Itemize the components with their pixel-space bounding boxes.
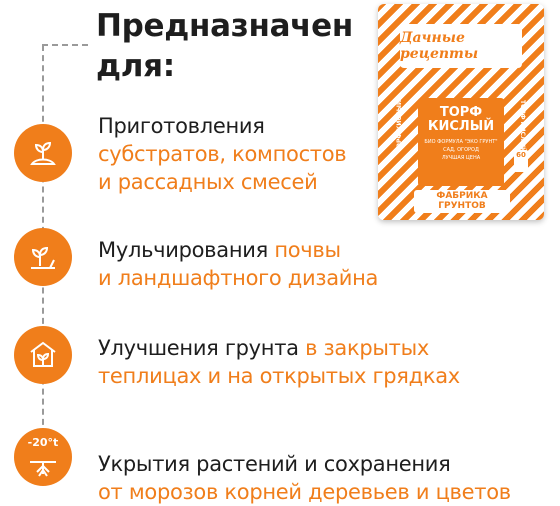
- package-volume: 60: [514, 150, 528, 172]
- package-title-2: КИСЛЫЙ: [427, 119, 495, 134]
- item-2-line-1: Мульчирования: [98, 238, 275, 262]
- package-sub-3: ЛУЧШАЯ ЦЕНА: [441, 155, 481, 161]
- package-sub-2: САД, ОГОРОД: [443, 147, 479, 153]
- package-brand: ФАБРИКА ГРУНТОВ: [414, 190, 510, 213]
- item-1-highlight-1: субстратов, компостов: [98, 142, 347, 166]
- greenhouse-icon: [14, 326, 72, 384]
- item-2-highlight-1: почвы: [274, 238, 341, 262]
- product-package-image: Дачные рецепты ТОРФ КИСЛЫЙ ТОРФ КИСЛЫЙ Т…: [378, 4, 544, 220]
- temperature-badge: -20°t: [27, 436, 59, 449]
- seedling-soil-icon: [14, 124, 72, 182]
- item-4-line-1: Укрытия растений и сохранения: [98, 452, 451, 476]
- package-label: ТОРФ КИСЛЫЙ БИО ФОРМУЛА "ЭКО ГРУНТ" САД,…: [418, 98, 504, 186]
- list-item: Приготовления субстратов, компостов и ра…: [98, 112, 558, 196]
- title-line-1: Предназначен: [96, 8, 354, 44]
- package-logo: Дачные рецепты: [400, 30, 479, 62]
- item-2-highlight-2: и ландшафтного дизайна: [98, 266, 379, 290]
- package-brand-line-2: ГРУНТОВ: [438, 201, 486, 211]
- list-item: Улучшения грунта в закрытых теплицах и н…: [98, 334, 558, 390]
- page-title: Предназначен для:: [96, 6, 396, 86]
- title-line-2: для:: [96, 48, 175, 84]
- package-side-text-left: ТОРФ КИСЛЫЙ: [396, 100, 403, 153]
- item-1-line-1: Приготовления: [98, 114, 265, 138]
- package-logo-area: Дачные рецепты: [400, 24, 522, 68]
- item-3-highlight-2: теплицах и на открытых грядках: [98, 364, 460, 388]
- package-brand-line-1: ФАБРИКА: [436, 191, 488, 201]
- package-side-text-right: ТОРФ КИСЛЫЙ: [519, 100, 526, 153]
- item-3-highlight-1: в закрытых: [305, 336, 430, 360]
- item-1-highlight-2: и рассадных смесей: [98, 170, 318, 194]
- item-4-highlight-2: от морозов корней деревьев и цветов: [98, 480, 511, 504]
- connector-top: [42, 44, 88, 46]
- list-item: Мульчирования почвы и ландшафтного дизай…: [98, 236, 558, 292]
- package-sub-1: БИО ФОРМУЛА "ЭКО ГРУНТ": [424, 139, 498, 145]
- sprout-icon: [14, 228, 72, 286]
- item-3-line-1: Улучшения грунта: [98, 336, 306, 360]
- frost-roots-icon: -20°t: [14, 428, 72, 486]
- package-title-1: ТОРФ: [439, 105, 483, 120]
- list-item: Укрытия растений и сохранения от морозов…: [98, 450, 558, 506]
